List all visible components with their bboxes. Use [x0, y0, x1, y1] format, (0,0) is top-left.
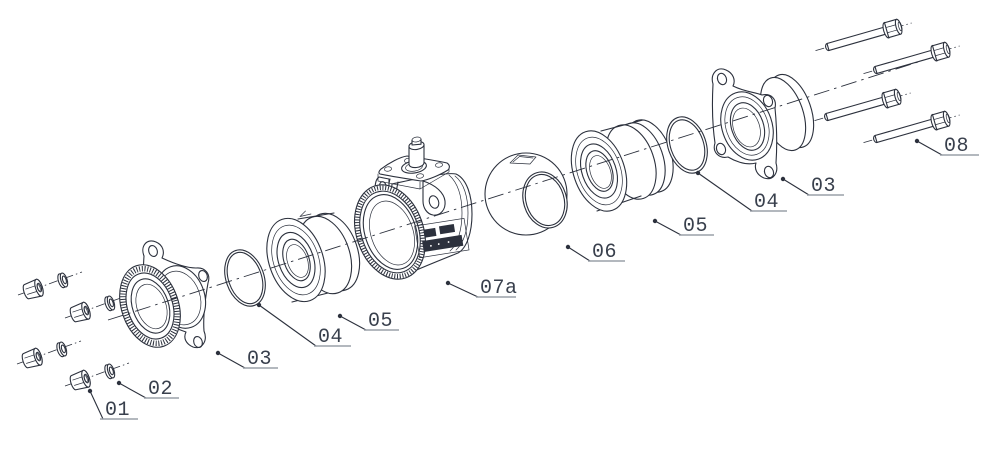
washer	[55, 271, 70, 290]
hex-bolt	[811, 84, 914, 129]
part-seat-ring-right	[570, 119, 674, 212]
callout-02: 02	[116, 378, 179, 401]
callout-03-right-text: 03	[811, 175, 836, 198]
callout-04-right: 04	[695, 170, 787, 214]
callout-05-left: 05	[337, 310, 399, 333]
part-bolts	[811, 14, 963, 151]
part-ball	[484, 152, 568, 236]
callout-01: 01	[87, 388, 138, 422]
callout-08: 08	[914, 135, 979, 158]
part-right-flange	[711, 68, 815, 180]
callout-01-text: 01	[105, 399, 130, 422]
part-seat-ring-left	[266, 210, 361, 303]
washer	[54, 340, 69, 359]
callout-06-text: 06	[592, 241, 617, 264]
callout-08-text: 08	[944, 135, 969, 158]
callout-04-left: 04	[256, 302, 351, 349]
callout-05-right: 05	[652, 215, 714, 238]
callout-04-right-text: 04	[754, 191, 779, 214]
washer	[102, 362, 117, 381]
callout-05-right-text: 05	[683, 215, 708, 238]
part-left-flange	[119, 240, 210, 349]
washer	[102, 294, 117, 313]
hex-bolt	[812, 14, 915, 59]
hex-nut	[67, 300, 93, 325]
hex-nut	[20, 277, 46, 302]
callout-05-left-text: 05	[368, 310, 393, 333]
part-o-ring-right	[666, 116, 708, 174]
callout-02-text: 02	[148, 378, 173, 401]
callout-07a: 07a	[445, 277, 518, 300]
nameplate	[414, 217, 470, 259]
callout-04-left-text: 04	[318, 326, 343, 349]
callout-07a-text: 07a	[480, 277, 518, 300]
callout-06: 06	[565, 241, 625, 264]
callout-03-right: 03	[780, 175, 844, 198]
hex-nut	[67, 368, 93, 393]
callout-03-left: 03	[215, 348, 278, 371]
part-o-ring-left	[224, 249, 266, 307]
part-valve-body	[354, 136, 473, 280]
part-fastener-group	[16, 271, 130, 393]
hex-nut	[19, 346, 45, 371]
callout-03-left-text: 03	[247, 348, 272, 371]
